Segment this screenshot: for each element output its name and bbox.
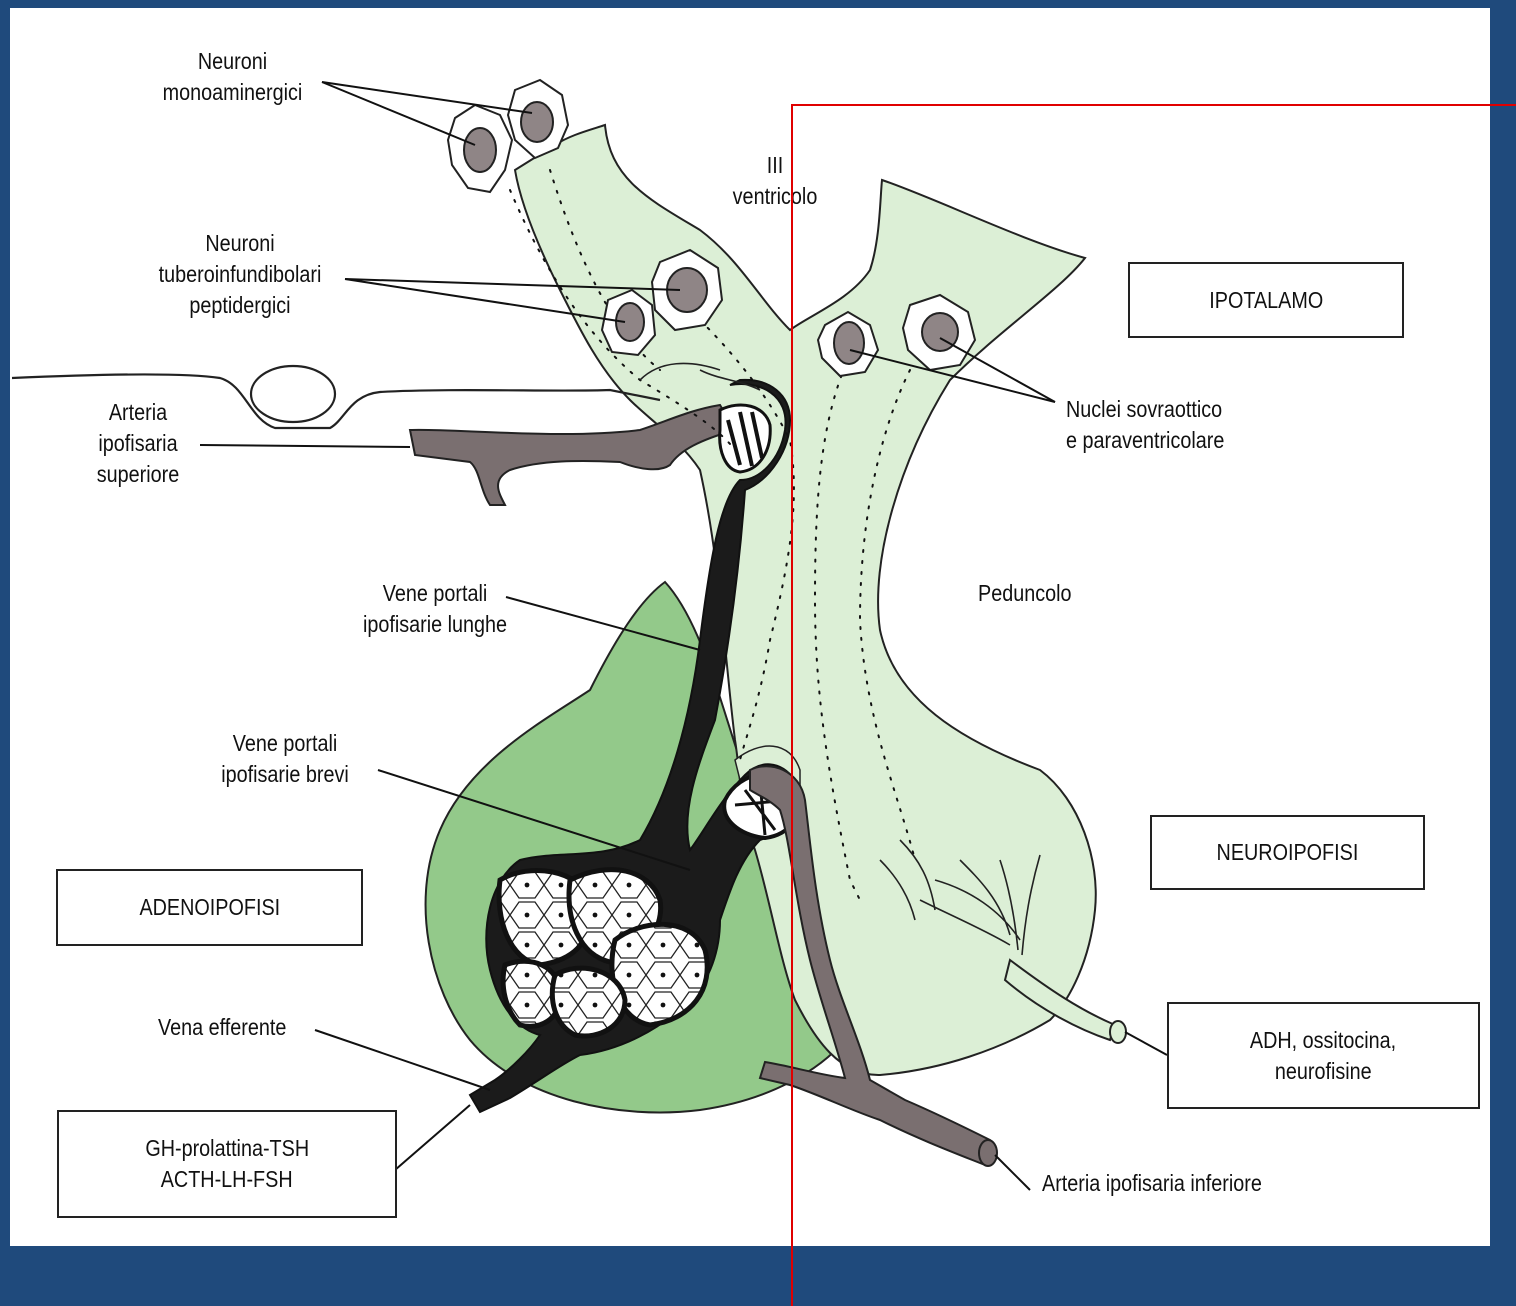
label-line: Vene portali <box>349 578 521 609</box>
optic-chiasm <box>251 366 335 422</box>
box-ipotalamo: IPOTALAMO <box>1128 262 1404 338</box>
box-text: GH-prolattina-TSH <box>145 1133 309 1164</box>
label-line: peptidergici <box>141 290 339 321</box>
box-adh-ossitocina: ADH, ossitocina, neurofisine <box>1167 1002 1480 1109</box>
label-arteria-ipofisaria-superiore: Arteria ipofisaria superiore <box>86 397 189 490</box>
box-text: IPOTALAMO <box>1209 285 1323 316</box>
label-line: monoaminergici <box>153 77 312 108</box>
label-vene-portali-brevi: Vene portali ipofisarie brevi <box>208 728 363 790</box>
box-text: NEUROIPOFISI <box>1217 837 1359 868</box>
box-ormoni-adenoipofisari: GH-prolattina-TSH ACTH-LH-FSH <box>57 1110 397 1218</box>
box-neuroipofisi: NEUROIPOFISI <box>1150 815 1425 890</box>
label-line: e paraventricolare <box>1066 425 1224 456</box>
label-line: Neuroni <box>141 228 339 259</box>
label-line: Vene portali <box>208 728 363 759</box>
label-line: tuberoinfundibolari <box>141 259 339 290</box>
label-line: ventricolo <box>723 181 826 212</box>
box-text: ACTH-LH-FSH <box>161 1164 293 1195</box>
label-peduncolo: Peduncolo <box>978 578 1071 609</box>
box-text: ADH, ossitocina, <box>1250 1025 1396 1056</box>
label-neuroni-tuberoinfundibolari: Neuroni tuberoinfundibolari peptidergici <box>141 228 339 321</box>
monoaminergic-neuron-2 <box>508 80 568 158</box>
monoaminergic-neuron-1 <box>448 105 512 192</box>
label-vene-portali-lunghe: Vene portali ipofisarie lunghe <box>349 578 521 640</box>
box-adenoipofisi: ADENOIPOFISI <box>56 869 363 946</box>
label-line: III <box>723 150 826 181</box>
label-terzo-ventricolo: III ventricolo <box>723 150 826 212</box>
label-nuclei: Nuclei sovraottico e paraventricolare <box>1066 394 1224 456</box>
label-line: ipofisaria <box>86 428 189 459</box>
label-line: Arteria <box>86 397 189 428</box>
label-line: Neuroni <box>153 46 312 77</box>
box-text: neurofisine <box>1275 1056 1372 1087</box>
label-neuroni-monoaminergici: Neuroni monoaminergici <box>153 46 312 108</box>
label-line: superiore <box>86 459 189 490</box>
sinusoid-5 <box>552 968 625 1036</box>
label-line: ipofisarie lunghe <box>349 609 521 640</box>
label-line: ipofisarie brevi <box>208 759 363 790</box>
box-text: ADENOIPOFISI <box>139 892 280 923</box>
superior-hypophyseal-artery <box>410 405 735 505</box>
label-line: Nuclei sovraottico <box>1066 394 1224 425</box>
label-arteria-ipofisaria-inferiore: Arteria ipofisaria inferiore <box>1042 1168 1262 1199</box>
label-vena-efferente: Vena efferente <box>158 1012 286 1043</box>
